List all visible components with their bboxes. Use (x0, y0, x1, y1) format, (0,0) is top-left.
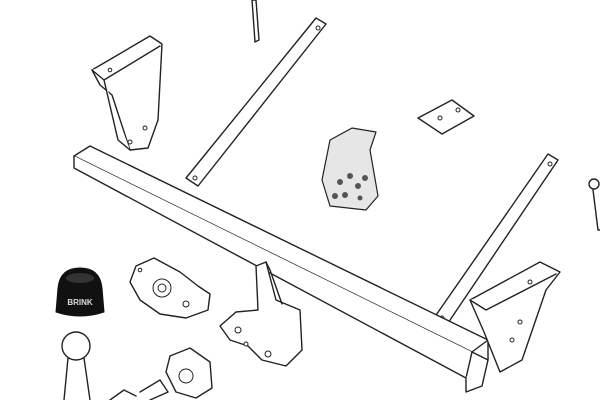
spacer-plate (417, 99, 475, 135)
left-mounting-bracket (91, 35, 163, 151)
left-support-strap (185, 17, 327, 187)
neck-drop-plate (219, 261, 303, 367)
ball-cover-cap: BRINK (55, 267, 105, 317)
tow-bar-crossbeam (73, 145, 489, 393)
socket-plate (129, 257, 211, 319)
bolt-kit-bag (321, 127, 379, 211)
bolt-top (251, 0, 260, 43)
coupling-clamp (109, 347, 213, 400)
tow-ball (61, 331, 91, 400)
right-mounting-bracket (469, 261, 561, 373)
cap-logo: BRINK (67, 298, 93, 307)
bolt-right (588, 178, 600, 231)
